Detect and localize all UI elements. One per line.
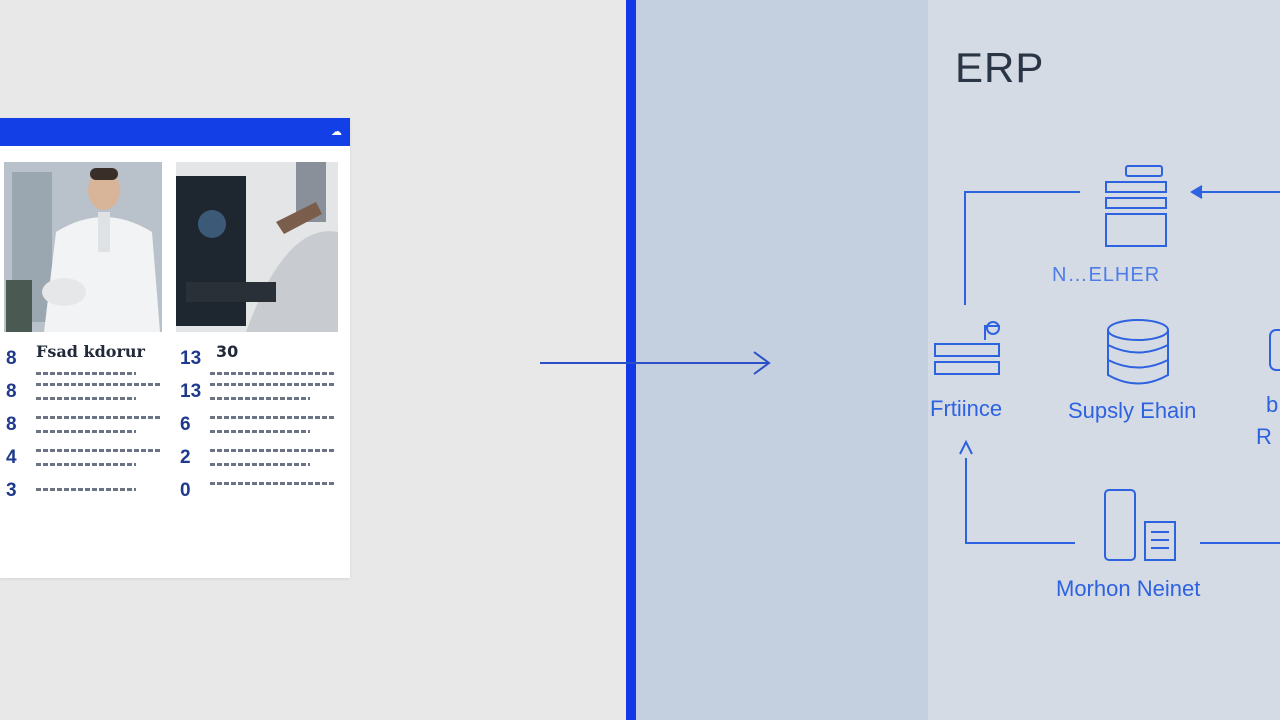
- text-placeholder: [210, 383, 334, 386]
- list-number: 8: [6, 414, 17, 435]
- list-number: 4: [6, 447, 17, 468]
- list-item: 2: [180, 447, 344, 480]
- text-placeholder: [36, 372, 136, 375]
- list-item: 3: [6, 480, 166, 513]
- list-item: 13: [180, 381, 344, 414]
- text-placeholder: [36, 383, 160, 386]
- text-placeholder: [210, 397, 310, 400]
- node-label-supply-chain: Supsly Ehain: [1068, 398, 1197, 423]
- list-number: 13: [180, 348, 202, 369]
- list-column-right: 13 30 13 6 2 0: [180, 342, 344, 513]
- list-number: 8: [6, 381, 17, 402]
- text-placeholder: [36, 463, 136, 466]
- list-heading-secondary: 30: [216, 342, 239, 361]
- node-label-right-partial: b: [1266, 392, 1279, 417]
- node-label-finance: Frtiince: [930, 396, 1003, 421]
- list-item: 8 Fsad kdorur: [6, 342, 166, 381]
- lab-equipment-photo: [176, 162, 338, 332]
- erp-panel: [928, 0, 1280, 720]
- list-number: 3: [6, 480, 17, 501]
- text-placeholder: [210, 416, 334, 419]
- list-item: 8: [6, 381, 166, 414]
- text-placeholder: [36, 430, 136, 433]
- cloud-icon[interactable]: ☁: [331, 126, 342, 138]
- list-number: 13: [180, 381, 202, 402]
- erp-flow-diagram: [934, 165, 1280, 561]
- flow-arrow-icon: [540, 351, 771, 375]
- node-label-right-partial-2: R: [1256, 424, 1272, 449]
- list-item: 4: [6, 447, 166, 480]
- list-item: 8: [6, 414, 166, 447]
- node-label-management: Morhon Neinet: [1056, 576, 1201, 601]
- list-number: 6: [180, 414, 191, 435]
- text-placeholder: [36, 488, 136, 491]
- list-heading: Fsad kdorur: [36, 342, 145, 361]
- middle-panel: [636, 0, 928, 720]
- text-placeholder: [36, 416, 160, 419]
- list-item: 0: [180, 480, 344, 513]
- list-number: 2: [180, 447, 191, 468]
- text-placeholder: [210, 430, 310, 433]
- card-header-bar: ☁: [0, 118, 350, 146]
- vertical-divider: [626, 0, 636, 720]
- text-placeholder: [210, 449, 334, 452]
- list-number: 8: [6, 348, 17, 369]
- scientist-photo: [4, 162, 162, 332]
- erp-title: ERP: [955, 44, 1045, 91]
- text-placeholder: [36, 397, 136, 400]
- text-placeholder: [36, 449, 160, 452]
- node-label-top: N…ELHER: [1052, 264, 1161, 286]
- list-column-left: 8 Fsad kdorur 8 8 4 3: [6, 342, 166, 513]
- list-item: 6: [180, 414, 344, 447]
- document-card: ☁ 8 Fsad kdorur: [0, 118, 350, 578]
- list-item: 13 30: [180, 342, 344, 381]
- text-placeholder: [210, 372, 334, 375]
- text-placeholder: [210, 482, 334, 485]
- text-placeholder: [210, 463, 310, 466]
- list-number: 0: [180, 480, 191, 501]
